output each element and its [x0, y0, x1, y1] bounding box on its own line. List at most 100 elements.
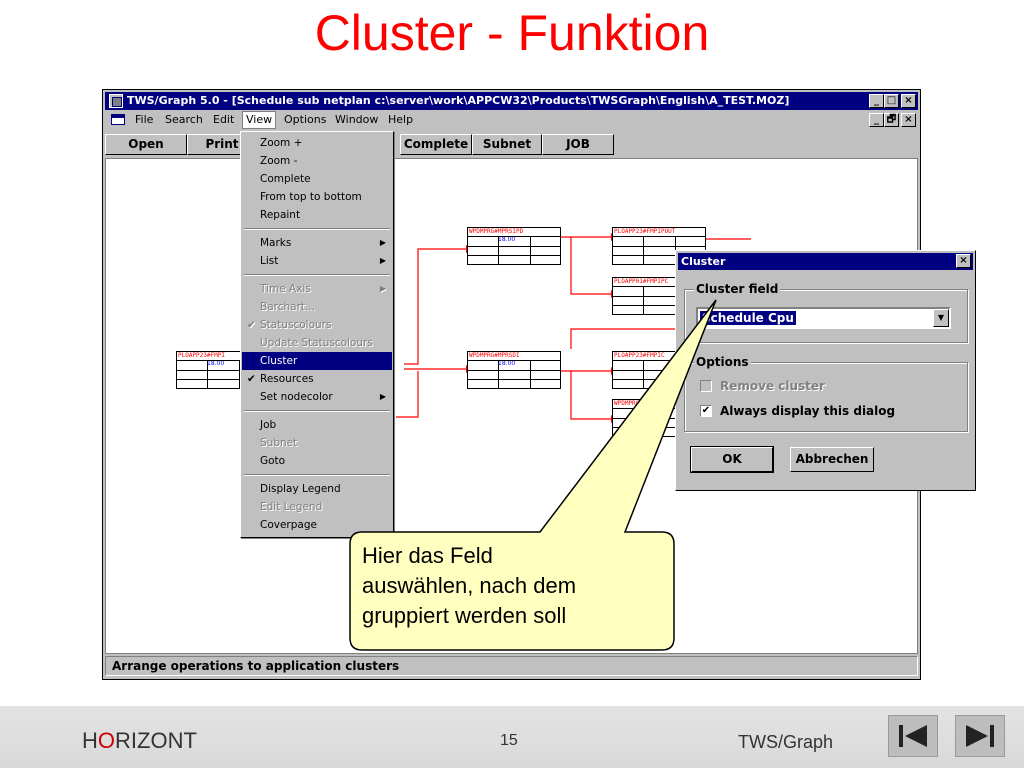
menu-item-job[interactable]: Job: [242, 416, 392, 434]
menu-item-label: Coverpage: [260, 519, 317, 531]
menu-item-label: Update Statuscolours: [260, 337, 373, 349]
menu-item-display-legend[interactable]: Display Legend: [242, 480, 392, 498]
always-display-label: Always display this dialog: [720, 404, 896, 418]
menu-item-label: Subnet: [260, 437, 298, 449]
subnet-button[interactable]: Subnet: [472, 134, 542, 155]
menu-file[interactable]: File: [135, 113, 154, 126]
menu-item-label: Cluster: [260, 355, 298, 367]
menu-item-goto[interactable]: Goto: [242, 452, 392, 470]
minimize-button[interactable]: _: [869, 94, 884, 108]
cluster-field-group: [684, 289, 968, 343]
menu-item-label: From top to bottom: [260, 191, 362, 203]
menu-item-label: Barchart...: [260, 301, 316, 313]
mdi-restore-button[interactable]: 🗗: [884, 113, 899, 127]
node-label: WPDMPRG#MPRSDI: [469, 352, 520, 359]
ok-button[interactable]: OK: [690, 446, 774, 473]
menu-view[interactable]: View: [242, 111, 277, 129]
submenu-arrow-icon: ▶: [379, 392, 386, 401]
view-menu-dropdown: Zoom + Zoom - Complete From top to botto…: [240, 131, 394, 538]
horizont-logo: HORIZONT: [82, 728, 197, 753]
close-button[interactable]: ×: [901, 94, 916, 108]
netplan-node[interactable]: WPDMPRG#MPRSDI 18.00: [467, 351, 561, 389]
node-label: PLOAPP23#FMPI: [178, 352, 225, 359]
callout-shape: [349, 299, 717, 651]
node-value: 18.00: [207, 360, 225, 367]
mdi-close-button[interactable]: ×: [901, 113, 916, 127]
node-label: WPDMPRG#MPRSIPD: [469, 228, 524, 235]
menu-item-cluster[interactable]: Cluster: [242, 352, 392, 370]
node-label: PLOAPP23#FMPIC: [614, 352, 665, 359]
menu-item-barchart: Barchart...: [242, 298, 392, 316]
document-icon[interactable]: [111, 114, 125, 125]
window-title: TWS/Graph 5.0 - [Schedule sub netplan c:…: [127, 94, 790, 107]
cluster-field-select[interactable]: Schedule Cpu ▼: [696, 307, 951, 329]
maximize-button[interactable]: □: [884, 94, 899, 108]
menu-item-label: Marks: [260, 237, 292, 249]
always-display-checkbox[interactable]: ✔ Always display this dialog: [700, 404, 895, 418]
checkmark-icon: ✔: [247, 373, 256, 385]
cancel-button[interactable]: Abbrechen: [790, 447, 874, 472]
job-button[interactable]: JOB: [542, 134, 614, 155]
status-bar: Arrange operations to application cluste…: [105, 656, 918, 676]
menu-search[interactable]: Search: [165, 113, 203, 126]
skip-back-icon: [899, 725, 927, 747]
node-label: WPDMPRG#M: [614, 400, 647, 407]
edge: [570, 237, 611, 295]
chevron-down-icon[interactable]: ▼: [933, 309, 949, 327]
menu-edit[interactable]: Edit: [213, 113, 235, 126]
print-button[interactable]: Print: [187, 134, 257, 155]
menu-item-label: Zoom +: [260, 137, 303, 149]
dialog-titlebar[interactable]: Cluster ×: [678, 253, 973, 270]
netplan-node[interactable]: WPDMPRG#MPRSIPD 18.00: [467, 227, 561, 265]
slide-footer: HORIZONT 15 TWS/Graph: [0, 706, 1024, 768]
menu-item-set-nodecolor[interactable]: Set nodecolor▶: [242, 388, 392, 406]
window-titlebar[interactable]: TWS/Graph 5.0 - [Schedule sub netplan c:…: [105, 92, 918, 110]
menu-item-coverpage[interactable]: Coverpage: [242, 516, 392, 534]
menu-item-label: Zoom -: [260, 155, 298, 167]
edge: [404, 248, 466, 365]
menu-item-resources[interactable]: ✔ Resources: [242, 370, 392, 388]
menu-item-statuscolours: ✔Statuscolours: [242, 316, 392, 334]
menu-item-complete[interactable]: Complete: [242, 170, 392, 188]
app-icon[interactable]: [109, 94, 123, 108]
options-label: Options: [694, 355, 751, 369]
checkmark-icon[interactable]: ✔: [700, 405, 712, 417]
menu-item-label: Resources: [260, 373, 314, 385]
toolbar: Open Print Complete Subnet JOB: [105, 134, 918, 156]
menu-item-top-to-bottom[interactable]: From top to bottom: [242, 188, 392, 206]
menubar: File Search Edit View Options Window Hel…: [105, 111, 918, 129]
skip-forward-icon: [966, 725, 994, 747]
menu-options[interactable]: Options: [284, 113, 327, 126]
open-button[interactable]: Open: [105, 134, 187, 155]
menu-item-marks[interactable]: Marks▶: [242, 234, 392, 252]
menu-item-label: Complete: [260, 173, 311, 185]
options-group: [684, 362, 968, 432]
menu-separator: [244, 410, 390, 412]
callout-text: Hier das Feld auswählen, nach dem gruppi…: [362, 541, 672, 631]
menu-item-label: Time Axis: [260, 283, 311, 295]
menu-window[interactable]: Window: [335, 113, 379, 126]
menu-item-repaint[interactable]: Repaint: [242, 206, 392, 224]
mdi-minimize-button[interactable]: _: [869, 113, 884, 127]
menu-item-list[interactable]: List ▶: [242, 252, 392, 270]
previous-slide-button[interactable]: [888, 715, 938, 757]
complete-button[interactable]: Complete: [400, 134, 472, 155]
submenu-arrow-icon: ▶: [379, 256, 386, 265]
menu-help[interactable]: Help: [388, 113, 414, 126]
menu-item-zoom-in[interactable]: Zoom +: [242, 134, 392, 152]
remove-cluster-checkbox: Remove cluster: [700, 379, 825, 393]
page-number: 15: [500, 732, 518, 749]
menu-item-label: List: [260, 255, 279, 267]
footer-product: TWS/Graph: [738, 732, 834, 752]
edge: [396, 371, 419, 418]
dialog-close-button[interactable]: ×: [956, 254, 971, 268]
menu-separator: [244, 274, 390, 276]
menu-item-label: Edit Legend: [260, 501, 323, 513]
remove-cluster-label: Remove cluster: [720, 379, 825, 393]
next-slide-button[interactable]: [955, 715, 1005, 757]
menu-item-zoom-out[interactable]: Zoom -: [242, 152, 392, 170]
menu-item-update-statuscolours: Update Statuscolours: [242, 334, 392, 352]
cluster-field-value: Schedule Cpu: [700, 311, 796, 325]
callout-line: Hier das Feld: [362, 543, 493, 568]
menu-item-label: Statuscolours: [260, 319, 332, 331]
